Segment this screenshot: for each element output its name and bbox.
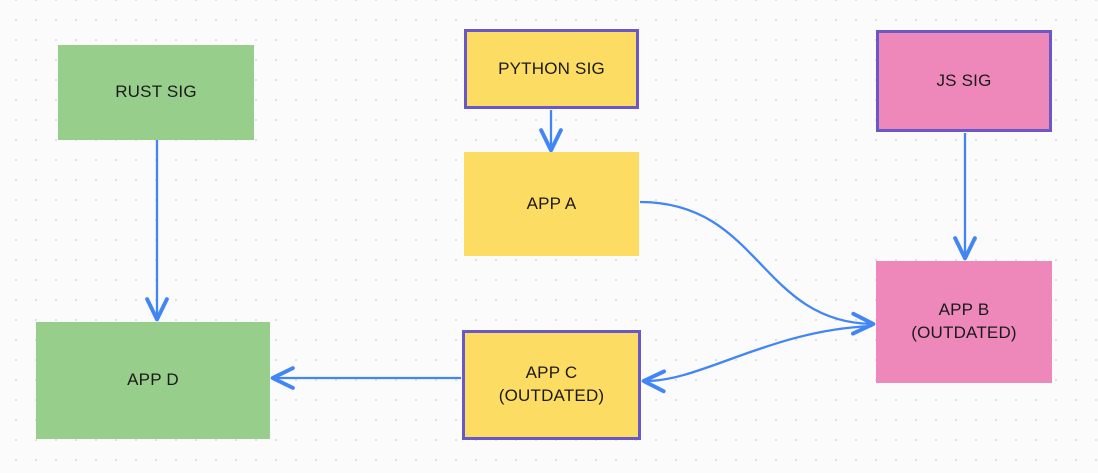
node-app-c[interactable]: APP C (OUTDATED) [462, 330, 641, 440]
node-app-d[interactable]: APP D [36, 322, 270, 439]
node-app-a[interactable]: APP A [464, 152, 639, 256]
node-app-b[interactable]: APP B (OUTDATED) [876, 261, 1052, 383]
node-rust-sig[interactable]: RUST SIG [58, 45, 254, 140]
node-js-sig[interactable]: JS SIG [876, 30, 1052, 132]
node-python-sig[interactable]: PYTHON SIG [464, 29, 639, 109]
edge-app-a-to-app-b [639, 200, 876, 336]
edge-app-b-to-app-c [641, 324, 873, 394]
